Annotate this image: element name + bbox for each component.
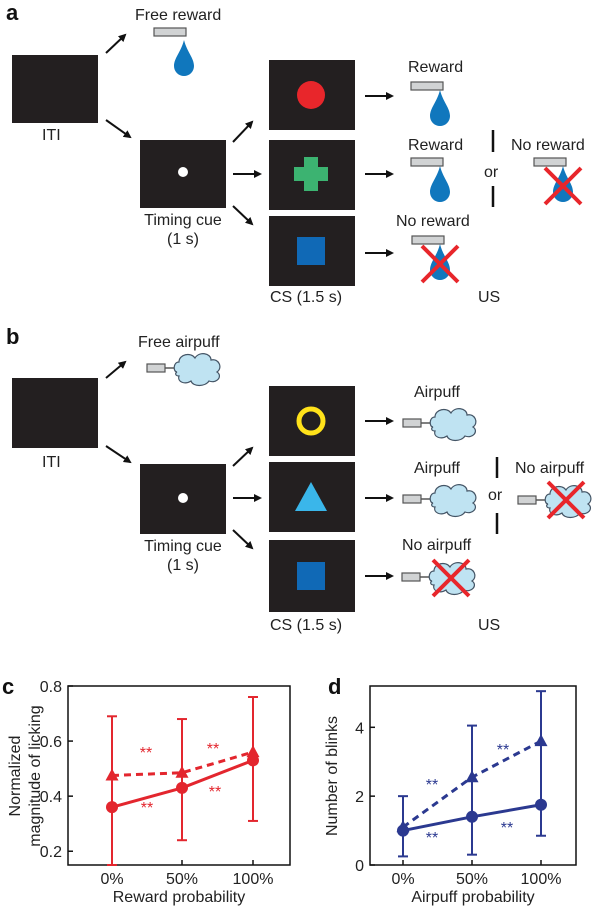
free-reward-tube (153, 27, 187, 37)
no-airpuff-bottom-label: No airpuff (402, 537, 472, 554)
triangle-marker (175, 765, 189, 778)
triangle-marker (465, 770, 479, 783)
significance-mark: ** (209, 784, 221, 801)
y-tick-label: 0.2 (40, 844, 62, 861)
arrow-iti-to-free-airpuff (105, 360, 127, 379)
x-tick-label: 0% (391, 871, 414, 888)
chart-d-panel-label: d (328, 674, 341, 699)
cyan-triangle-cs (295, 482, 327, 511)
circle-marker (176, 781, 188, 794)
us-label-b: US (478, 617, 501, 634)
arrow-cue-to-cs3-b (232, 529, 254, 550)
blue-square-cs-a (297, 237, 325, 265)
triangle-marker (246, 745, 260, 758)
free-airpuff-icon (146, 352, 221, 387)
red-circle-cs (297, 81, 325, 109)
circle-marker (535, 798, 547, 811)
no-reward-right-tube (533, 157, 567, 167)
or-label-a: or (484, 164, 499, 181)
reward-label-2: Reward (408, 137, 464, 154)
timing-dur-label-b: (1 s) (167, 557, 199, 574)
airpuff1-icon (402, 407, 477, 442)
reward-label-1: Reward (408, 59, 464, 76)
y-tick-label: 0.8 (40, 679, 62, 696)
iti-box-b (12, 378, 98, 448)
cs-box-yellow-ring (269, 386, 355, 456)
panel-a-graphics (105, 27, 583, 284)
x-tick-label: 100% (521, 871, 562, 888)
triangle-marker (105, 768, 119, 781)
timing-cue-label-a: Timing cue (144, 212, 222, 229)
reward2-drop-icon (430, 166, 450, 202)
blue-square-cs-b (297, 562, 325, 590)
charts-area: c0.20.40.60.80%50%100%Reward probability… (2, 674, 577, 906)
cs-label-b: CS (1.5 s) (270, 617, 343, 634)
timing-cue-dot-b (178, 493, 188, 503)
panel-a-label: a (6, 0, 19, 25)
reward1-tube (410, 81, 444, 91)
x-tick-label: 50% (456, 871, 488, 888)
y-tick-label: 0.6 (40, 734, 62, 751)
iti-label-a: ITI (42, 127, 61, 144)
us-label-a: US (478, 289, 501, 306)
no-reward-bottom-label: No reward (396, 213, 470, 230)
airpuff2-icon (402, 483, 477, 518)
chart-c-ylabel-2: magnitude of licking (27, 705, 44, 846)
chart-d-frame (369, 685, 577, 866)
no-reward-bottom-tube (411, 235, 445, 245)
triangle-marker (396, 820, 410, 833)
chart-c-xlabel: Reward probability (113, 889, 246, 906)
circle-marker (106, 801, 118, 814)
no-airpuff-right-label: No airpuff (515, 460, 585, 477)
arrow-iti-to-free-reward (105, 33, 127, 54)
reward2-tube (410, 157, 444, 167)
y-tick-label: 0.4 (40, 789, 62, 806)
chart-c-frame (67, 685, 291, 866)
panel-b-graphics (105, 352, 592, 598)
significance-mark: ** (426, 830, 438, 847)
chart-c-ylabel-1: Normalized (7, 736, 24, 817)
arrow-cue-to-cs3-a (232, 205, 254, 226)
significance-mark: ** (426, 777, 438, 794)
circle-marker (466, 810, 478, 823)
circle-marker (247, 754, 259, 767)
airpuff-label-1: Airpuff (414, 384, 460, 401)
reward1-drop-icon (430, 90, 450, 126)
free-airpuff-label: Free airpuff (138, 334, 220, 351)
chart-d-xlabel: Airpuff probability (411, 889, 534, 906)
arrow-iti-to-cue-b (105, 445, 132, 464)
airpuff-label-2: Airpuff (414, 460, 460, 477)
y-tick-label: 2 (355, 789, 364, 806)
significance-mark: ** (501, 820, 513, 837)
panel-b-label: b (6, 324, 20, 349)
no-reward-right-label: No reward (511, 137, 585, 154)
significance-mark: ** (141, 800, 153, 817)
arrow-iti-to-cue-a (105, 119, 132, 139)
significance-mark: ** (140, 745, 152, 762)
free-reward-drop-icon (174, 40, 194, 76)
iti-box-a (12, 55, 98, 123)
triangle-marker (534, 734, 548, 747)
chart-c-panel-label: c (2, 674, 14, 699)
yellow-ring-cs (296, 406, 326, 436)
cs-label-a: CS (1.5 s) (270, 289, 343, 306)
y-tick-label: 4 (355, 720, 364, 737)
green-cross-cs (294, 157, 328, 191)
chart-d-ylabel: Number of blinks (324, 716, 341, 836)
or-label-b: or (488, 487, 503, 504)
timing-cue-label-b: Timing cue (144, 538, 222, 555)
arrow-cue-to-cs1-b (232, 446, 254, 467)
iti-label-b: ITI (42, 454, 61, 471)
significance-mark: ** (207, 741, 219, 758)
arrow-cue-to-cs1-a (232, 120, 254, 143)
x-tick-label: 100% (233, 871, 274, 888)
x-tick-label: 0% (100, 871, 123, 888)
timing-cue-dot-a (178, 167, 188, 177)
free-reward-label: Free reward (135, 7, 222, 24)
significance-mark: ** (497, 742, 509, 759)
x-tick-label: 50% (166, 871, 198, 888)
timing-dur-label-a: (1 s) (167, 231, 199, 248)
y-tick-label: 0 (355, 858, 364, 875)
